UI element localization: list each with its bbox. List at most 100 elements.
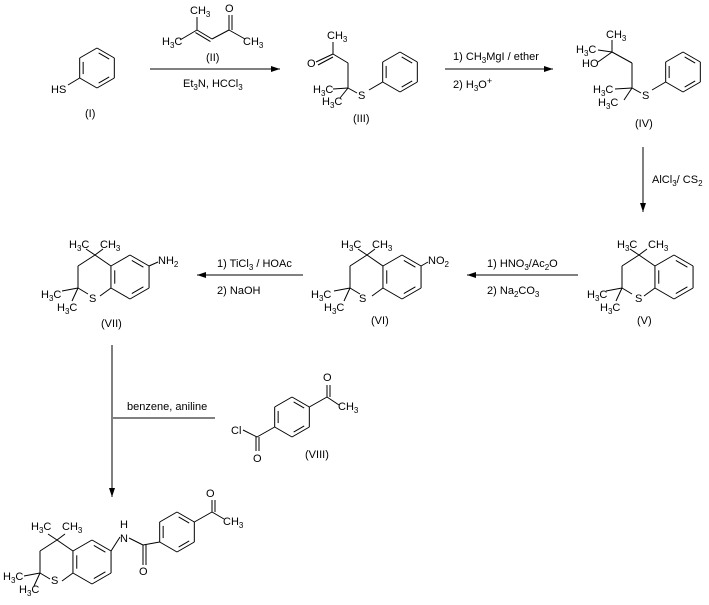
ring-bond	[91, 539, 112, 552]
bond	[366, 248, 376, 256]
ring-bond	[274, 426, 293, 438]
step1-conditions: Et3​N, HCCl3​	[183, 78, 243, 92]
bond	[597, 49, 613, 53]
step6-conditions: benzene, aniline	[127, 401, 207, 413]
aromatic-inner-bond	[675, 286, 688, 294]
bond	[211, 511, 225, 520]
bond	[148, 261, 159, 267]
ring-bond	[274, 396, 293, 408]
bond	[343, 287, 351, 302]
aromatic-inner-bond	[178, 540, 190, 548]
bond	[643, 287, 656, 297]
atom-label: H3​C	[587, 289, 607, 303]
ring-bond	[399, 51, 418, 63]
ring-bond	[72, 572, 93, 585]
atom-label: O	[323, 372, 332, 384]
compound-III: CH3​ O H3​C H3​C S (III)	[307, 30, 370, 125]
atom-label: O	[307, 58, 316, 70]
step4-conditions-2: 2) Na2​CO3​	[487, 285, 540, 299]
atom-label: CH3​	[606, 29, 627, 43]
atom-label: H3​C	[576, 44, 596, 58]
final-product: H3​C CH3​ H3​C H3​C S H N O O CH3​	[3, 488, 244, 598]
atom-label: S	[358, 90, 365, 102]
bond	[39, 539, 58, 552]
aromatic-inner-bond	[131, 286, 144, 294]
atom-label: O	[206, 488, 215, 500]
bond	[228, 29, 246, 40]
ring-bond	[673, 254, 694, 267]
bond	[33, 572, 41, 587]
atom-label: CH3​	[62, 521, 83, 535]
bond	[629, 248, 640, 256]
bond	[333, 287, 351, 292]
atom-label: H3​C	[31, 521, 51, 535]
ring-bond	[96, 77, 115, 89]
bond	[597, 51, 613, 63]
ring-bond	[91, 572, 112, 585]
aromatic-inner-bond	[401, 80, 413, 88]
arrows-layer	[109, 66, 646, 497]
ring-bond	[129, 287, 150, 300]
compound-I: HS (I)	[51, 84, 95, 120]
bond	[256, 426, 275, 438]
bond	[332, 53, 349, 64]
bond	[605, 287, 623, 292]
bond	[638, 254, 656, 267]
atom-label: O	[253, 453, 262, 465]
bond	[56, 539, 74, 552]
ring-bond	[382, 81, 401, 93]
ring-bond	[654, 287, 675, 300]
atom-label: H3​C	[598, 97, 618, 111]
ring-bond	[110, 287, 131, 300]
atom-label: HS	[51, 84, 66, 96]
bond	[94, 248, 104, 256]
bond	[128, 537, 144, 546]
arrowhead-icon	[544, 66, 553, 72]
aromatic-inner-bond	[403, 286, 416, 294]
atom-label: CH3​	[648, 239, 669, 253]
compound-IV: CH3​ H3​C HO H3​C H3​C S (IV)	[576, 29, 653, 130]
bond	[347, 87, 358, 94]
bond	[67, 77, 80, 86]
atom-label: CH3​	[100, 239, 121, 253]
atom-label: H3​C	[311, 289, 331, 303]
bond	[110, 536, 121, 552]
atom-label: H3​C	[57, 302, 77, 316]
bond	[615, 287, 623, 302]
atom-label: CH3​	[223, 516, 244, 530]
atom-label: Cl	[231, 425, 241, 437]
bond	[339, 87, 349, 99]
ring-bond	[176, 511, 195, 523]
atom-label: S	[89, 293, 96, 305]
atom-label: O	[139, 566, 148, 578]
bond	[631, 87, 642, 94]
aromatic-inner-bond	[98, 76, 110, 84]
atom-label: H3​C	[3, 571, 23, 585]
ring-bond	[682, 51, 701, 63]
ring-bond	[382, 254, 403, 267]
ring-bond	[129, 254, 150, 267]
bond	[317, 56, 334, 66]
bond	[242, 429, 258, 438]
ring-bond	[291, 396, 310, 408]
bond	[47, 533, 58, 541]
step2-conditions-1: 1) CH3​MgI / ether	[453, 51, 539, 65]
ring-bond	[654, 254, 675, 267]
double-bond	[195, 32, 211, 43]
aromatic-inner-bond	[131, 260, 144, 268]
step5-conditions-1: 1) TiCl3​ / HOAc	[217, 258, 292, 272]
bond	[77, 254, 96, 267]
atom-label: H3​C	[69, 239, 89, 253]
atom-label: O	[225, 3, 234, 15]
compound-label: (I)	[85, 108, 95, 120]
atom-label: H3​C	[617, 239, 637, 253]
ring-bond	[665, 51, 684, 63]
bond	[142, 541, 160, 546]
ring-bond	[665, 81, 684, 93]
step3-conditions: AlCl3​/ CS2​	[652, 174, 703, 188]
bond	[61, 572, 74, 582]
compound-label: (V)	[637, 315, 652, 327]
bond	[420, 261, 429, 267]
ring-bond	[176, 541, 195, 553]
ring-bond	[673, 287, 694, 300]
